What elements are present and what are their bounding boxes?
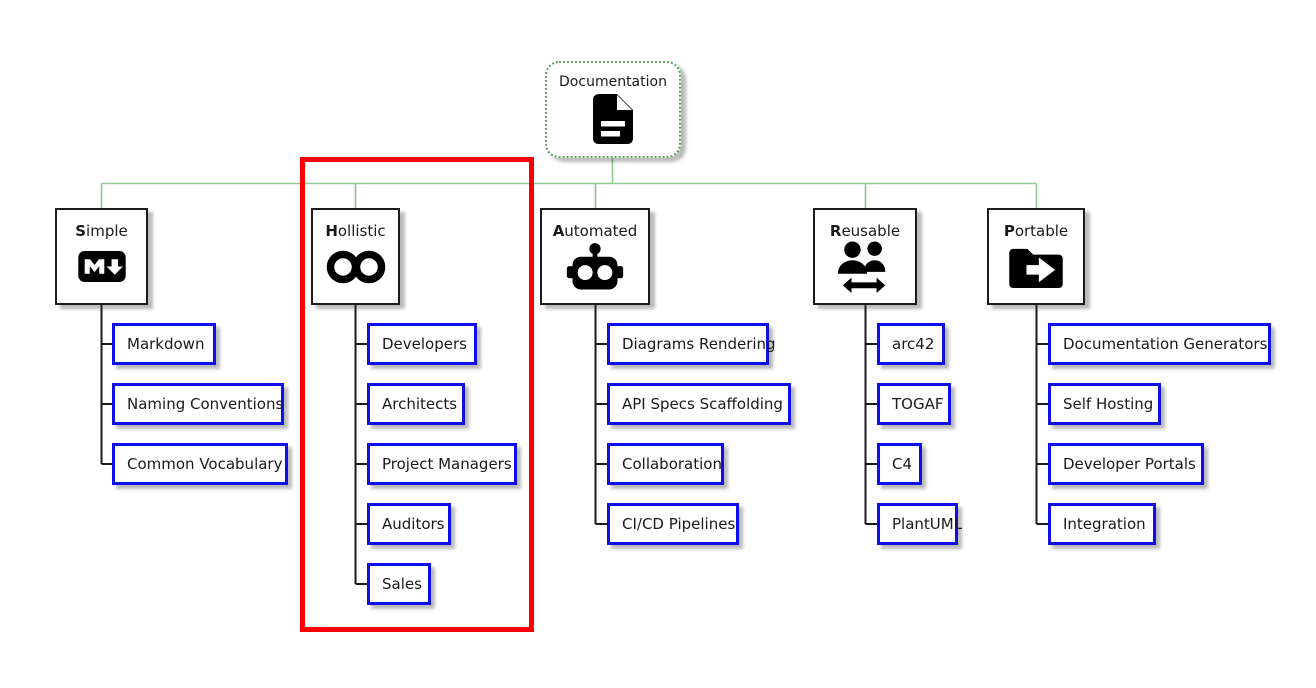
leaf-node-documentation-generators: Documentation Generators [1048,323,1271,365]
branch-node-automated: Automated [540,208,650,305]
branch-label: Automated [552,222,638,240]
leaf-node-auditors: Auditors [367,503,451,545]
leaf-node-self-hosting: Self Hosting [1048,383,1161,425]
leaf-node-api-specs-scaffolding: API Specs Scaffolding [607,383,791,425]
root-branch-connector-green [100,158,1038,208]
document-icon [592,90,634,156]
markdown-icon [77,240,126,303]
portable-children-connector [1035,305,1048,525]
branch-label: Portable [1003,222,1069,240]
branch-label: Simple [75,222,128,240]
branch-node-portable: Portable [987,208,1085,305]
leaf-node-togaf: TOGAF [877,383,951,425]
branch-node-hollistic: Hollistic [311,208,400,305]
automated-children-connector [594,305,607,525]
leaf-node-project-managers: Project Managers [367,443,517,485]
leaf-node-developer-portals: Developer Portals [1048,443,1204,485]
reusable-children-connector [864,305,877,525]
leaf-node-integration: Integration [1048,503,1156,545]
hollistic-children-connector [354,305,367,585]
leaf-node-architects: Architects [367,383,465,425]
root-node-label: Documentation [559,74,667,90]
leaf-node-arc42: arc42 [877,323,945,365]
branch-node-reusable: Reusable [813,208,917,305]
leaf-node-c4: C4 [877,443,922,485]
branch-label: Reusable [829,222,901,240]
leaf-node-plantuml: PlantUML [877,503,962,545]
highlight-rectangle-hollistic [300,157,534,632]
branch-label: Hollistic [325,222,386,240]
leaf-node-sales: Sales [367,563,431,605]
simple-children-connector [100,305,112,465]
root-node-documentation: Documentation [545,61,681,158]
leaf-node-diagrams-rendering: Diagrams Rendering [607,323,776,365]
leaf-node-developers: Developers [367,323,477,365]
leaf-node-naming-conventions: Naming Conventions [112,383,284,425]
leaf-node-common-vocabulary: Common Vocabulary [112,443,288,485]
users-share-icon [836,240,894,304]
leaf-node-collaboration: Collaboration [607,443,724,485]
leaf-node-cicd-pipelines: CI/CD Pipelines [607,503,739,545]
branch-node-simple: Simple [55,208,148,305]
infinity-icon [324,240,388,303]
leaf-node-markdown: Markdown [112,323,216,365]
robot-icon [565,240,625,303]
folder-export-icon [1009,240,1063,303]
